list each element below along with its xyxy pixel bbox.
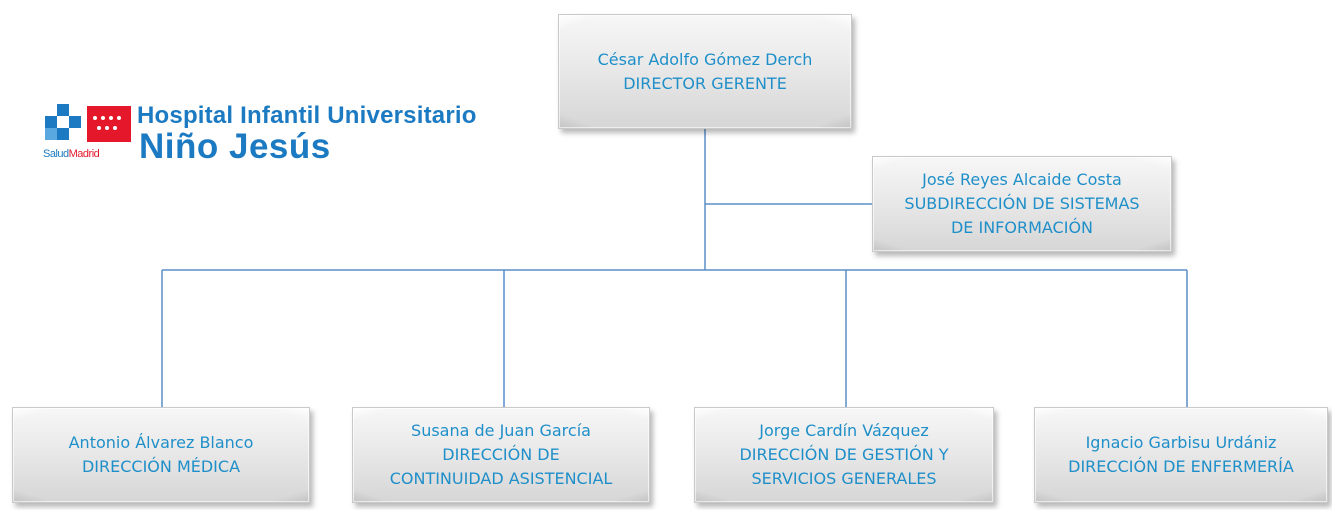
node-person-name: Susana de Juan García — [411, 421, 591, 440]
node-role: DIRECCIÓN MÉDICA — [81, 457, 241, 476]
node-role: CONTINUIDAD ASISTENCIAL — [389, 469, 613, 488]
node-role: DIRECCIÓN DE — [442, 445, 560, 464]
node-role: DIRECCIÓN DE ENFERMERÍA — [1068, 457, 1294, 476]
salud-madrid-logo-icon — [45, 104, 131, 142]
node-role: DE INFORMACIÓN — [950, 218, 1094, 237]
hospital-name-line2: Niño Jesús — [139, 127, 331, 166]
node-role: DIRECCIÓN DE GESTIÓN Y — [739, 445, 949, 464]
node-role: DIRECTOR GERENTE — [623, 73, 787, 93]
node-subdireccion-sistemas: José Reyes Alcaide Costa SUBDIRECCIÓN DE… — [872, 156, 1172, 252]
node-direccion-enfermeria: Ignacio Garbisu Urdániz DIRECCIÓN DE ENF… — [1034, 407, 1328, 503]
node-direccion-continuidad: Susana de Juan García DIRECCIÓN DE CONTI… — [352, 407, 650, 503]
hospital-name-line1: Hospital Infantil Universitario — [137, 102, 477, 129]
node-direccion-medica: Antonio Álvarez Blanco DIRECCIÓN MÉDICA — [12, 407, 310, 503]
hospital-logo: SaludMadrid Hospital Infantil Universita… — [43, 102, 501, 166]
node-role: SUBDIRECCIÓN DE SISTEMAS — [904, 194, 1140, 213]
node-direccion-gestion: Jorge Cardín Vázquez DIRECCIÓN DE GESTIÓ… — [694, 407, 994, 503]
node-person-name: César Adolfo Gómez Derch — [597, 49, 813, 69]
node-person-name: José Reyes Alcaide Costa — [922, 170, 1122, 189]
node-director-gerente: César Adolfo Gómez Derch DIRECTOR GERENT… — [558, 14, 852, 129]
node-person-name: Antonio Álvarez Blanco — [68, 433, 254, 452]
node-person-name: Ignacio Garbisu Urdániz — [1085, 433, 1277, 452]
node-role: SERVICIOS GENERALES — [751, 469, 937, 488]
node-person-name: Jorge Cardín Vázquez — [759, 421, 929, 440]
salud-madrid-label: SaludMadrid — [43, 148, 100, 160]
